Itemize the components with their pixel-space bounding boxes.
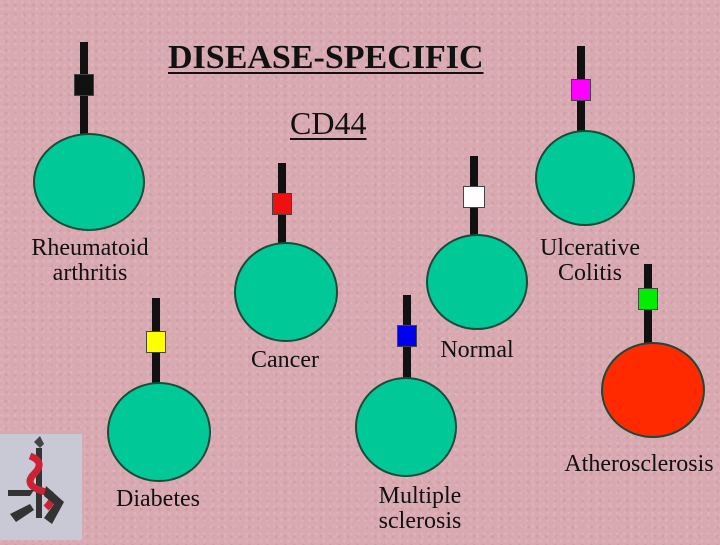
logo-emblem [0,434,82,540]
label-multiple-sclerosis: Multiple sclerosis [365,484,475,534]
receptor-tag [638,288,658,310]
receptor-tag [272,193,292,215]
receptor-tag [463,186,485,208]
receptor-tag [571,79,591,101]
cell-body [601,342,705,438]
cell-body [107,382,211,482]
label-rheumatoid-arthritis: Rheumatoid arthritis [30,236,150,286]
cell-body [426,234,528,330]
label-atherosclerosis: Atherosclerosis [560,452,718,477]
cell-body [234,242,338,342]
diagram-title: DISEASE-SPECIFIC [168,38,498,78]
receptor-tag [146,331,166,353]
label-diabetes: Diabetes [108,487,208,512]
label-ulcerative-colitis: Ulcerative Colitis [530,236,650,286]
cell-body [535,130,635,226]
receptor-tag [397,325,417,347]
receptor-tag [74,74,94,96]
label-normal: Normal [434,338,520,363]
diagram-subtitle: CD44 [290,104,400,142]
cell-body [33,133,145,231]
institution-logo [0,434,82,540]
cell-body [355,377,457,477]
label-cancer: Cancer [240,348,330,373]
